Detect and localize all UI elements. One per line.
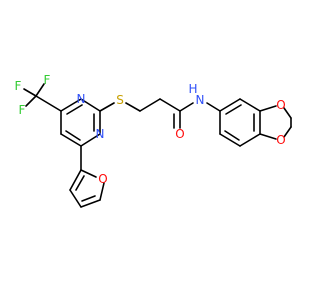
bond-cf3-ring: [35, 95, 62, 112]
bond-layer: [23, 83, 292, 208]
bond-s-ch2: [125, 102, 141, 112]
bond-furan-o-c5: [99, 182, 105, 201]
bond-c-f1: [23, 88, 37, 97]
bond-c-f2: [35, 83, 45, 97]
bond-ar3-o: [259, 105, 277, 112]
bond-n-aryl: [206, 102, 221, 112]
bond-c6-c5: [60, 133, 82, 147]
bond-o-ch2-top: [283, 107, 292, 119]
atom-hydrogen-amide: H: [188, 82, 197, 96]
bond-ar1-ar2-double: [225, 104, 242, 115]
bond-ar5-ar6: [219, 133, 241, 147]
bond-c-f3: [25, 95, 37, 107]
bond-carbonyl-n: [179, 102, 194, 112]
atom-nitrogen-pyrimidine-bottom: N: [96, 127, 105, 141]
bond-ch2-ch2: [139, 98, 161, 112]
atom-fluorine-2: F: [44, 73, 51, 87]
atom-oxygen-furan: O: [98, 172, 107, 186]
atom-oxygen-dioxole-top: O: [276, 98, 285, 112]
atom-nitrogen-amide: N: [196, 93, 205, 107]
bond-furan-c2-o: [80, 169, 97, 178]
atom-label-layer: F F F N N S O H N O O O: [15, 73, 286, 186]
bond-furan-c5-c4-double: [81, 195, 96, 202]
bond-ar4-ar5: [239, 133, 261, 147]
bond-c2-s: [99, 102, 115, 112]
bond-c4-n3-double: [66, 104, 83, 115]
bond-ar2-ar3: [239, 98, 261, 112]
bond-furan-c4-c3: [69, 189, 82, 208]
bond-furan-c5-c4: [80, 199, 101, 208]
bond-n1-c6: [80, 133, 101, 147]
bond-c6-c5-double: [65, 130, 81, 141]
atom-fluorine-3: F: [19, 103, 26, 117]
atom-oxygen-carbonyl: O: [175, 127, 184, 141]
bond-ch2-carbonyl: [159, 98, 181, 112]
atom-sulfur: S: [116, 93, 124, 107]
atom-fluorine-1: F: [15, 79, 22, 93]
bond-ar1-ar2: [219, 98, 241, 112]
bond-furan-c3-c2: [69, 169, 82, 191]
bond-c4-n3: [60, 98, 82, 112]
bond-furan-c3-c2-double: [75, 175, 85, 191]
bond-o-ch2-bottom: [283, 126, 292, 138]
atom-nitrogen-pyrimidine-top: N: [77, 92, 86, 106]
molecule-structure-diagram: F F F N N S O H N O O O: [15, 73, 292, 208]
bond-ar5-ar6-double: [224, 130, 240, 141]
atom-oxygen-dioxole-bottom: O: [276, 133, 285, 147]
bond-ar4-o: [259, 133, 277, 140]
bond-n3-c2: [80, 98, 101, 112]
molecule-canvas: F F F N N S O H N O O O: [15, 73, 292, 208]
